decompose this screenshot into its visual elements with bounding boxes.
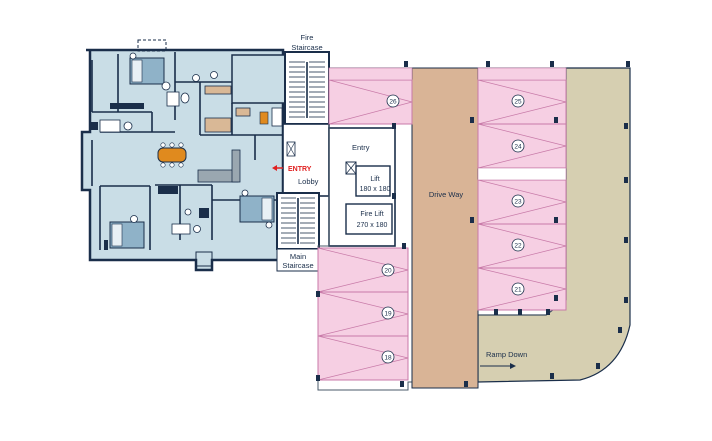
lift-label-2: 180 x 180	[360, 186, 391, 193]
parking-bay-21: 21	[477, 267, 567, 311]
column	[618, 327, 622, 333]
bay-number-circle	[511, 238, 525, 252]
bay-number: 23	[514, 198, 522, 205]
column	[554, 217, 558, 223]
column	[546, 309, 550, 315]
main-staircase: Main Staircase	[276, 192, 320, 272]
column	[596, 363, 600, 369]
fire-lift-label-1: Fire Lift	[360, 211, 383, 218]
fire-staircase-label-1: Fire	[301, 33, 314, 42]
bathroom-bottom	[171, 208, 209, 235]
column	[404, 61, 408, 67]
entry-and-lifts: Entry Lift 180 x 180 Fire Lift 270 x 180	[328, 127, 396, 247]
bay-number-circle	[381, 263, 395, 277]
column	[392, 193, 396, 199]
bay-number: 26	[389, 98, 397, 105]
wardrobe-top	[110, 103, 144, 109]
parking-bay-20: 20	[317, 247, 409, 293]
bay-number-circle	[386, 94, 400, 108]
column	[624, 237, 628, 243]
wardrobe-middle	[158, 186, 178, 194]
parking-bay-26: 26	[328, 79, 413, 125]
column	[470, 217, 474, 223]
parking-structure: Drive Way 26 25 24 23 22 21 20 19 18 Ramp Down	[316, 61, 631, 391]
bay-number: 20	[384, 267, 392, 274]
column	[470, 117, 474, 123]
kitchen-room	[231, 54, 288, 104]
fire-lift-label-2: 270 x 180	[357, 222, 388, 229]
bed-bottom-left	[104, 215, 145, 250]
column	[624, 177, 628, 183]
column	[624, 123, 628, 129]
fire-staircase-label-2: Staircase	[291, 43, 322, 52]
column	[392, 123, 396, 129]
main-staircase-label-1: Main	[290, 252, 306, 261]
kitchen-counter	[204, 85, 283, 133]
bed-top-left	[129, 52, 171, 91]
column	[486, 61, 490, 67]
dining-table	[157, 142, 187, 168]
column	[518, 309, 522, 315]
main-staircase-label-2: Staircase	[282, 261, 313, 270]
parking-bay-18: 18	[317, 335, 409, 381]
bay-number: 22	[514, 242, 522, 249]
column	[550, 373, 554, 379]
bed-bottom-right	[239, 189, 275, 229]
bay-number: 24	[514, 143, 522, 150]
bay-number-circle	[381, 306, 395, 320]
ramp-down-label: Ramp Down	[486, 350, 527, 359]
column	[494, 309, 498, 315]
bay-number-circle	[511, 194, 525, 208]
column	[316, 291, 320, 297]
column	[554, 117, 558, 123]
entry-arrow-head-icon	[272, 165, 277, 171]
column	[550, 61, 554, 67]
lift-label-1: Lift	[370, 176, 379, 183]
column	[554, 295, 558, 301]
fire-lift	[345, 203, 393, 235]
drive-way	[411, 67, 479, 389]
internal-walls	[91, 52, 283, 250]
parking-bay-24: 24	[477, 123, 567, 169]
parking-gap	[477, 167, 567, 181]
column	[626, 61, 630, 67]
bay-number: 25	[514, 98, 522, 105]
entry-red-label: ENTRY	[288, 166, 312, 173]
parking-strip	[477, 67, 567, 81]
bay-number-circle	[511, 282, 525, 296]
lobby-area: ENTRY Lobby	[272, 123, 330, 197]
lift	[355, 165, 391, 197]
parking-bay-23: 23	[477, 179, 567, 225]
bathroom-top	[166, 71, 218, 107]
parking-bay-19: 19	[317, 291, 409, 337]
bay-number-circle	[381, 350, 395, 364]
parking-strip	[328, 67, 413, 81]
column	[624, 297, 628, 303]
entry-label: Entry	[352, 143, 370, 152]
fire-staircase: Fire Staircase	[284, 33, 330, 125]
parking-bay-25: 25	[477, 79, 567, 125]
bay-number-circle	[511, 94, 525, 108]
bay-number: 18	[384, 354, 392, 361]
parking-bay-22: 22	[477, 223, 567, 269]
lobby-label: Lobby	[298, 177, 319, 186]
column	[464, 381, 468, 387]
column	[402, 243, 406, 249]
bathroom-left	[90, 119, 133, 133]
column	[400, 381, 404, 387]
drive-way-label: Drive Way	[429, 190, 464, 199]
bay-number: 21	[514, 286, 522, 293]
column	[316, 375, 320, 381]
sofa	[197, 149, 241, 183]
bay-number: 19	[384, 310, 392, 317]
bay-number-circle	[511, 139, 525, 153]
balcony-bottom	[195, 251, 213, 267]
apartment-block	[80, 39, 288, 272]
balcony-top	[137, 39, 167, 52]
ramp-down-arrow-icon	[480, 363, 516, 369]
